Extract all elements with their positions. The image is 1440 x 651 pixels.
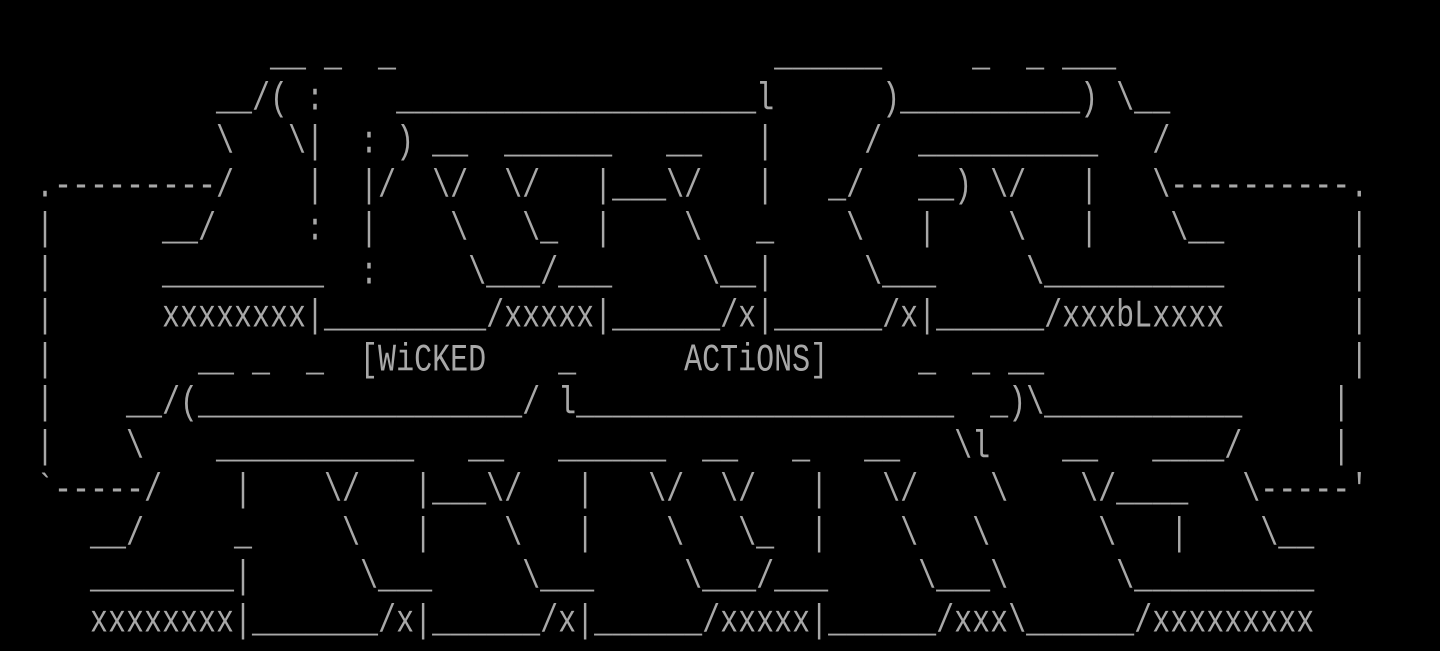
ascii-line: `-----/ | \/ |___\/ | \/ \/ | \/ \ \/___…	[0, 469, 1369, 514]
ascii-line: __/( : ____________________l )__________…	[0, 77, 1171, 123]
ascii-line: | \ ___________ __ ______ __ _ __ \l __ …	[0, 425, 1351, 471]
ascii-art-banner: __ _ _ ______ _ _ ___ __/( : ___________…	[0, 34, 1440, 646]
ascii-title-line: | __ _ _ [WiCKED _ ACTiONS] _ _ __ |	[0, 338, 1369, 384]
ascii-line: \ \| : ) __ ______ __ | / __________ /	[0, 121, 1171, 166]
ascii-line: __/ _ \ | \ | \ \_ | \ \ \ | \__	[0, 512, 1315, 558]
ascii-line: xxxxxxxx|_______/x|______/x|______/xxxxx…	[0, 599, 1315, 645]
ascii-line: | __/(__________________/ l_____________…	[0, 382, 1351, 427]
ascii-line: ________| \___ \___ \___/___ \___\ \____…	[0, 556, 1315, 601]
ascii-line: | xxxxxxxx|_________/xxxxx|______/x|____…	[0, 295, 1369, 340]
ascii-line: .---------/ | |/ \/ \/ |___\/ | _/ __) \…	[0, 164, 1369, 210]
ascii-line: | __/ : | \ \_ | \ _ \ | \ | \__ |	[0, 208, 1369, 253]
ascii-line: __ _ _ ______ _ _ ___	[0, 34, 1117, 79]
ascii-line: | _________ : \___/___ \__| \___ \______…	[0, 251, 1369, 297]
